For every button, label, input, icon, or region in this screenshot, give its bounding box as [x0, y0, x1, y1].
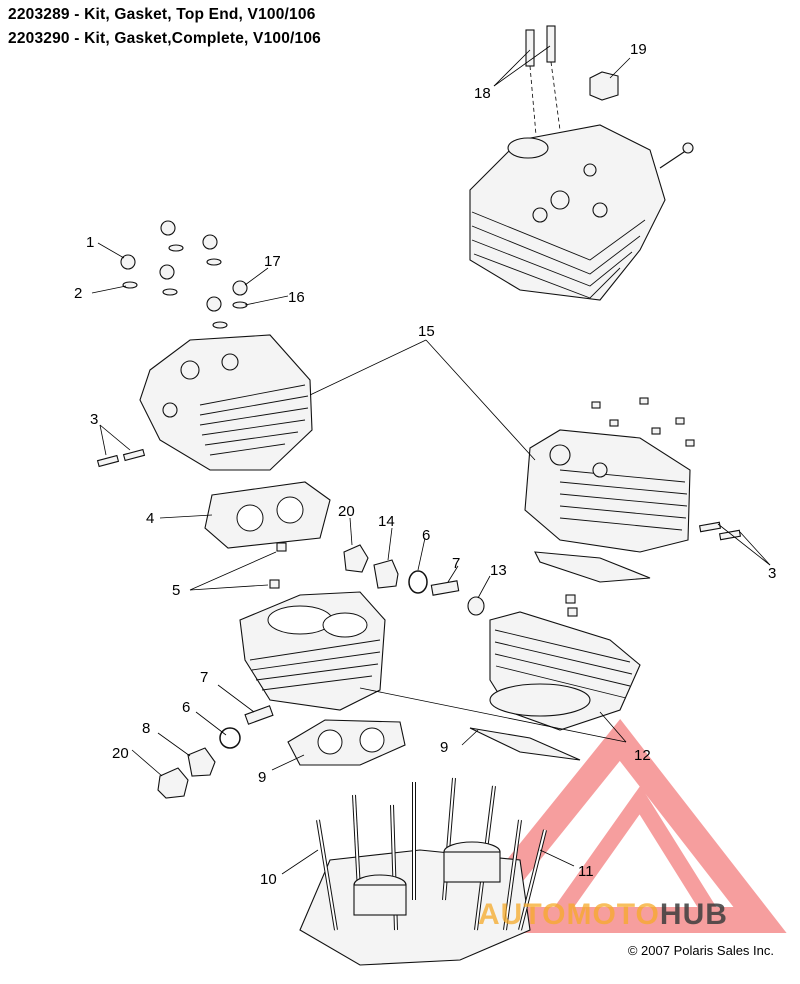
callout-9-right: 9 — [440, 739, 448, 756]
dowel-pins-3-right — [698, 521, 742, 541]
head-bolts-right — [591, 397, 695, 447]
dowel-pins-3-left — [96, 448, 146, 468]
callout-20-lower: 20 — [112, 745, 129, 762]
tube-7 — [430, 580, 460, 596]
dowels-right — [565, 594, 578, 617]
callout-17: 17 — [264, 253, 281, 270]
base-gasket-9-right — [469, 727, 581, 761]
fitting-8 — [187, 747, 216, 777]
leader-lines — [91, 45, 771, 875]
callout-4: 4 — [146, 510, 154, 527]
callout-16: 16 — [288, 289, 305, 306]
crankcase-and-pushrods — [299, 777, 547, 966]
seal-13 — [467, 596, 485, 616]
callout-1: 1 — [86, 234, 94, 251]
cap-20-lower — [157, 767, 189, 799]
rear-cylinder-head — [469, 124, 666, 301]
watermark-brand-text: AUTOMOTOHUB — [478, 898, 728, 931]
front-cylinder-head — [139, 334, 313, 471]
oring-6 — [408, 570, 428, 594]
callout-18: 18 — [474, 85, 491, 102]
rear-cylinder — [489, 611, 641, 731]
callout-labels: 1 2 3 4 5 6 7 8 9 10 11 12 13 14 15 16 1… — [74, 41, 776, 888]
callout-11: 11 — [578, 863, 594, 880]
callout-6-lower: 6 — [182, 699, 190, 716]
callout-2: 2 — [74, 285, 82, 302]
small-parts-middle — [343, 544, 485, 616]
callout-3: 3 — [90, 411, 98, 428]
callout-7: 7 — [452, 555, 460, 572]
head-nuts-and-washers — [120, 220, 248, 329]
dowel-studs-18 — [525, 25, 694, 169]
small-parts-lower-left — [157, 705, 274, 799]
callout-7-lower: 7 — [200, 669, 208, 686]
head-gasket-4 — [204, 481, 331, 549]
callout-14: 14 — [378, 513, 395, 530]
callout-19: 19 — [630, 41, 647, 58]
spacer-19 — [589, 71, 619, 101]
head-gasket-right — [534, 551, 651, 583]
tube-7-lower — [244, 705, 274, 725]
kit-title-complete: 2203290 - Kit, Gasket,Complete, V100/106 — [8, 30, 321, 47]
callout-9: 9 — [258, 769, 266, 786]
callout-20: 20 — [338, 503, 355, 520]
callout-8: 8 — [142, 720, 150, 737]
front-cylinder — [239, 591, 386, 711]
callout-12: 12 — [634, 747, 651, 764]
watermark-logo — [447, 719, 787, 933]
rear-cylinder-head-right — [524, 429, 691, 553]
callout-3-right: 3 — [768, 565, 776, 582]
callout-6: 6 — [422, 527, 430, 544]
cap-20 — [343, 544, 369, 573]
oring-6-lower — [219, 727, 241, 749]
base-gasket-9-left — [287, 719, 406, 766]
callout-5: 5 — [172, 582, 180, 599]
callout-15: 15 — [418, 323, 435, 340]
callout-13: 13 — [490, 562, 507, 579]
dowels-5 — [269, 542, 287, 589]
callout-10: 10 — [260, 871, 277, 888]
fitting-14 — [373, 559, 399, 589]
kit-title-top-end: 2203289 - Kit, Gasket, Top End, V100/106 — [8, 6, 316, 23]
copyright-notice: © 2007 Polaris Sales Inc. — [627, 943, 774, 958]
